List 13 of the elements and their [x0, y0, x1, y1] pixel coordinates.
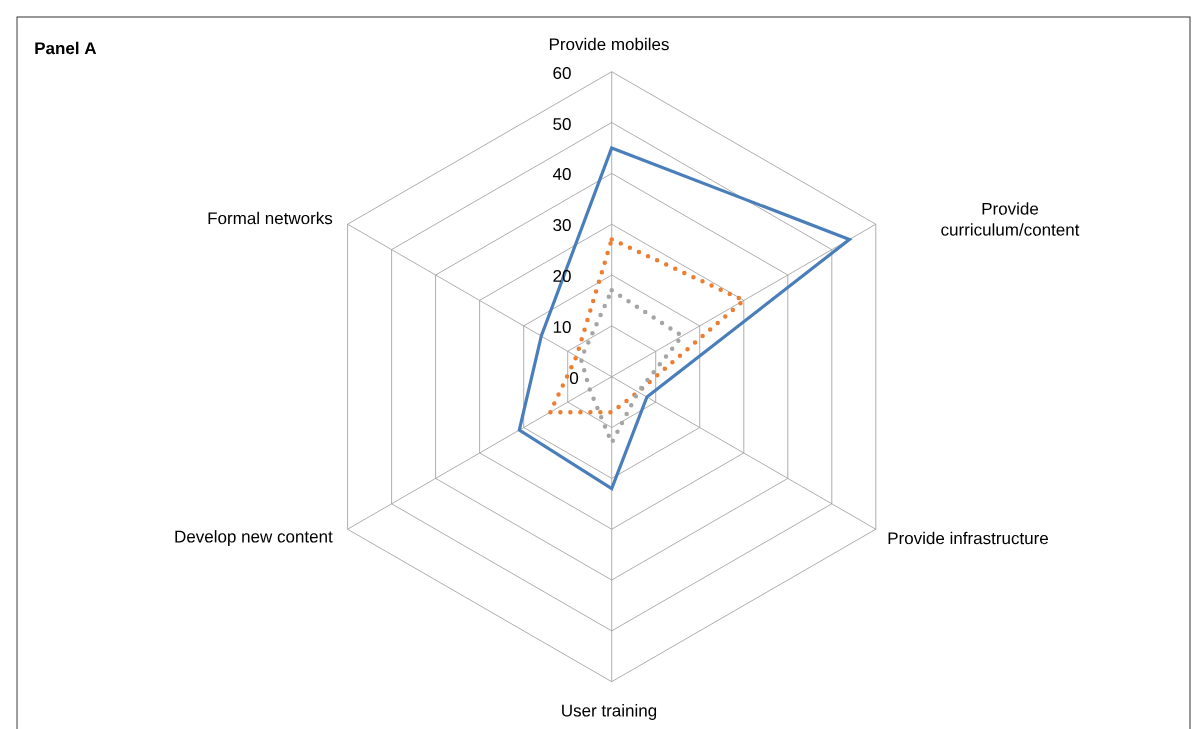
axis-label: Provide infrastructure	[888, 531, 1048, 545]
tick-label: 10	[553, 321, 571, 334]
axis-label: Formal networks	[208, 211, 333, 225]
panel-title: Panel A	[35, 41, 97, 55]
tick-label: 50	[553, 118, 571, 131]
axis-label: User training	[562, 704, 657, 720]
axis-label: Provide curriculum/content	[941, 202, 1080, 236]
tick-label: 60	[553, 67, 571, 80]
axis-label: Develop new content	[175, 530, 333, 546]
tick-label: 0	[569, 372, 579, 385]
axis-label: Provide mobiles	[549, 37, 669, 51]
tick-label: 40	[552, 168, 571, 181]
tick-label: 30	[553, 219, 571, 232]
